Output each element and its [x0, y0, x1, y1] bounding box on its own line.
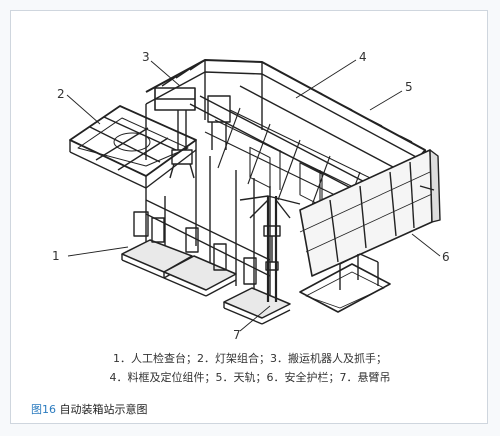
callout-6: 6: [442, 250, 450, 264]
caption-number: 图16: [31, 403, 56, 416]
callout-3: 3: [142, 50, 150, 64]
figure-caption: 图16 自动装箱站示意图: [31, 401, 148, 417]
callout-1: 1: [52, 249, 60, 263]
callout-7: 7: [233, 328, 241, 342]
caption-text: 自动装箱站示意图: [59, 403, 148, 416]
lamp-frame: [69, 105, 197, 189]
leader-lines: [66, 59, 441, 332]
callout-5: 5: [405, 80, 413, 94]
safety-fence: [299, 149, 441, 277]
cantilever-crane: [239, 195, 301, 302]
inspection-tables: [121, 150, 291, 325]
callout-4: 4: [359, 50, 367, 64]
callout-2: 2: [57, 87, 65, 101]
legend-line-2: 4．料框及定位组件；5．天轨；6．安全护栏；7．悬臂吊: [109, 371, 391, 384]
legend-line-1: 1．人工检查台；2．灯架组合；3．搬运机器人及抓手；: [113, 352, 387, 365]
pallet-station: [299, 253, 391, 313]
